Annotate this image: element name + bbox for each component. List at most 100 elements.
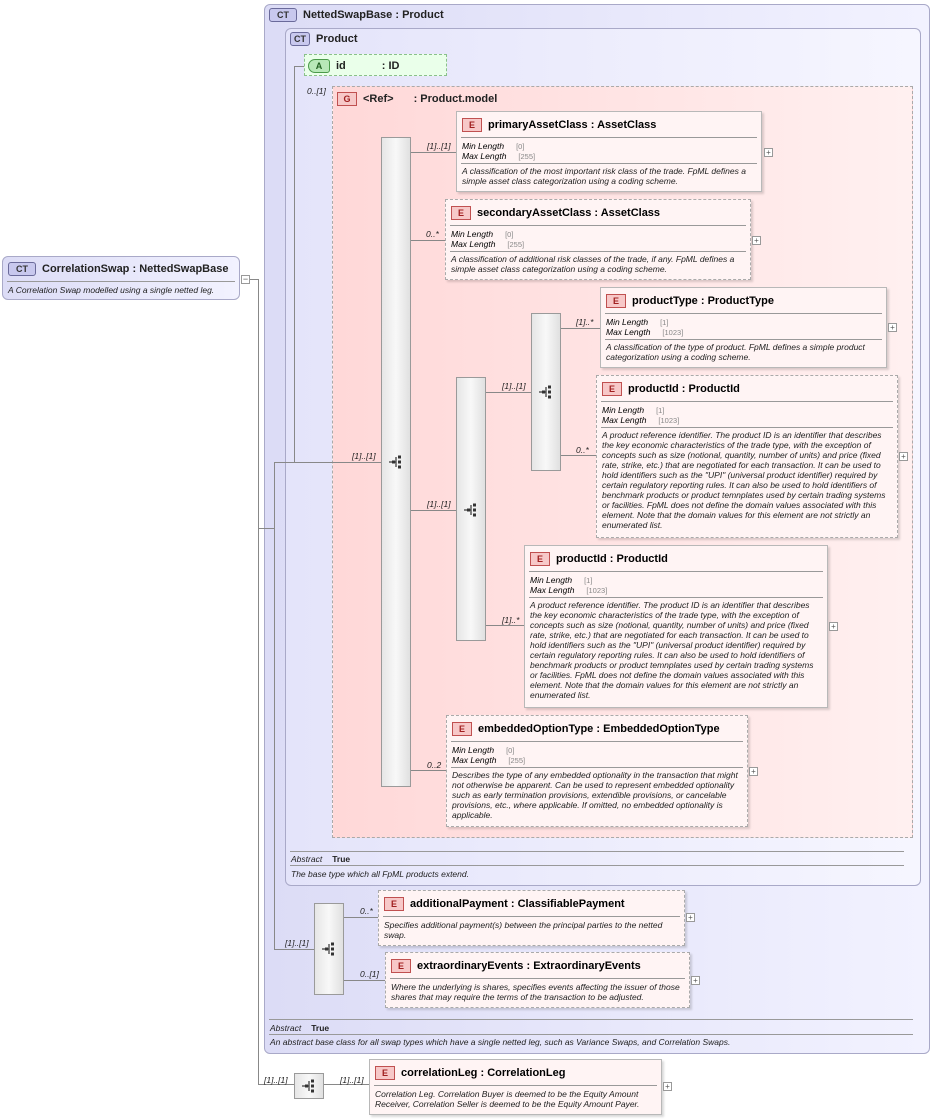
expand-icon[interactable]: + [749, 767, 758, 776]
product-id-2-cardinality: [1]..* [502, 615, 520, 625]
expand-icon[interactable]: + [899, 452, 908, 461]
divider [529, 597, 823, 598]
max-length-facet: Max Length[255] [462, 151, 536, 161]
product-id-2-description: A product reference identifier. The prod… [530, 600, 814, 700]
secondary-asset-class-description: A classification of additional risk clas… [451, 254, 735, 274]
max-length-facet: Max Length[255] [452, 755, 526, 765]
divider [269, 1019, 913, 1020]
max-length-facet: Max Length[1023] [602, 415, 680, 425]
complex-type-icon: CT [269, 8, 297, 22]
connector-line [411, 152, 456, 153]
divider [450, 225, 746, 226]
expand-icon[interactable]: + [686, 913, 695, 922]
collapse-icon[interactable]: − [241, 274, 250, 284]
element-icon: E [462, 118, 482, 132]
connector-line [411, 770, 446, 771]
netted-seq-cardinality: [1]..[1] [285, 938, 309, 948]
element-icon: E [606, 294, 626, 308]
max-length-facet: Max Length[255] [451, 239, 525, 249]
connector-line [258, 528, 264, 529]
connector-line [264, 528, 274, 529]
divider [601, 401, 893, 402]
connector-line [250, 279, 258, 280]
divider [605, 313, 882, 314]
min-length-facet: Min Length[1] [602, 405, 665, 415]
connector-line [274, 949, 314, 950]
expand-icon[interactable]: + [663, 1082, 672, 1091]
connector-line [344, 917, 378, 918]
divider [529, 571, 823, 572]
extraordinary-events-cardinality: 0..[1] [360, 969, 379, 979]
divider [383, 916, 680, 917]
extraordinary-events-description: Where the underlying is shares, specifie… [391, 982, 680, 1002]
expand-icon[interactable]: + [691, 976, 700, 985]
divider [290, 865, 904, 866]
correlation-leg-cardinality: [1]..[1] [340, 1075, 364, 1085]
product-description: The base type which all FpML products ex… [291, 869, 469, 879]
min-length-facet: Min Length[1] [530, 575, 593, 585]
sequence-icon [302, 1079, 314, 1093]
product-model-title: G<Ref>: Product.model [337, 92, 497, 106]
choice-seq-cardinality: [1]..[1] [427, 499, 451, 509]
additional-payment-description: Specifies additional payment(s) between … [384, 920, 663, 940]
sequence-icon [389, 455, 401, 469]
inner-seq-cardinality: [1]..[1] [502, 381, 526, 391]
divider [450, 251, 746, 252]
connector-line [274, 462, 381, 463]
sequence-icon [322, 942, 334, 956]
expand-icon[interactable]: + [764, 148, 773, 157]
attribute-icon: A [308, 59, 330, 73]
divider [7, 281, 235, 282]
divider [461, 137, 757, 138]
embedded-option-type-description: Describes the type of any embedded optio… [452, 770, 738, 820]
expand-icon[interactable]: + [829, 622, 838, 631]
complex-type-icon: CT [8, 262, 36, 276]
expand-icon[interactable]: + [888, 323, 897, 332]
connector-line [294, 66, 295, 462]
sequence-icon [539, 385, 551, 399]
max-length-facet: Max Length[1023] [606, 327, 684, 337]
expand-icon[interactable]: + [752, 236, 761, 245]
connector-line [294, 66, 304, 67]
divider [605, 339, 882, 340]
additional-payment-cardinality: 0..* [360, 906, 373, 916]
divider [390, 978, 685, 979]
connector-line [411, 510, 456, 511]
element-icon: E [375, 1066, 395, 1080]
product-type-cardinality: [1]..* [576, 317, 594, 327]
connector-line [411, 240, 445, 241]
element-icon: E [384, 897, 404, 911]
primary-asset-class-description: A classification of the most important r… [462, 166, 746, 186]
divider [451, 741, 743, 742]
primary-asset-class-cardinality: [1]..[1] [427, 141, 451, 151]
complex-type-icon: CT [290, 32, 310, 46]
netted-description: An abstract base class for all swap type… [270, 1037, 731, 1047]
product-id-1-description: A product reference identifier. The prod… [602, 430, 886, 530]
element-icon: E [391, 959, 411, 973]
element-icon: E [451, 206, 471, 220]
divider [461, 163, 757, 164]
root-seq-cardinality: [1]..[1] [264, 1075, 288, 1085]
connector-line [486, 392, 531, 393]
